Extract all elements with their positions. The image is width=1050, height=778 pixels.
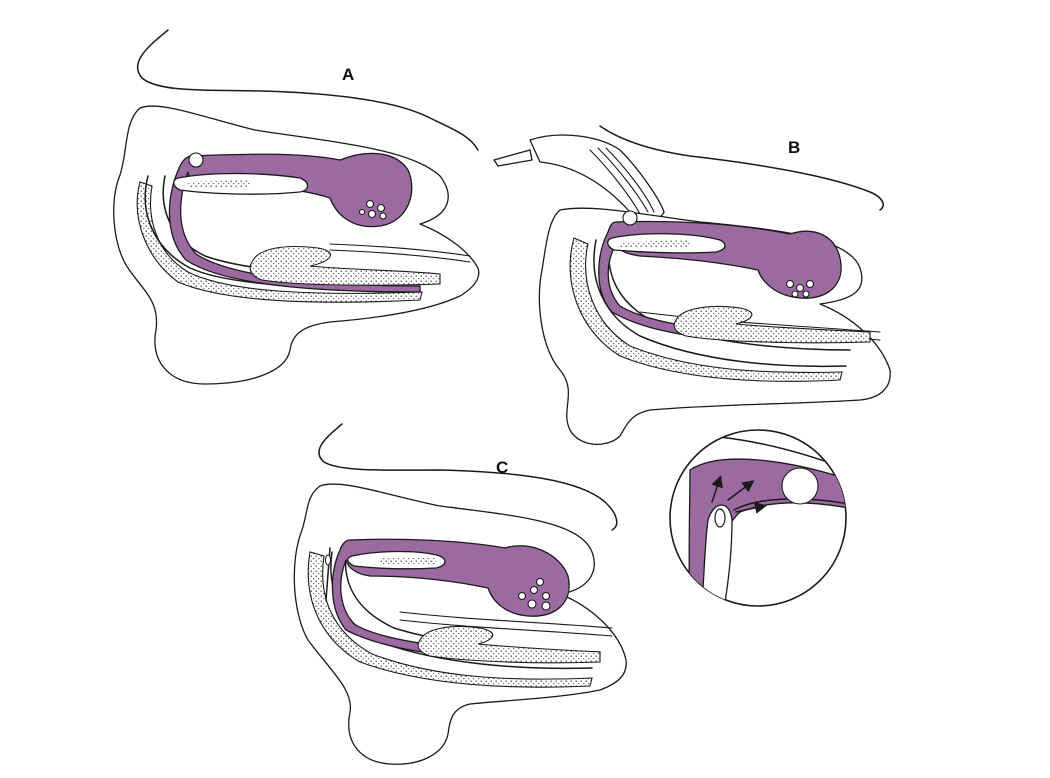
panel-a: A: [113, 29, 480, 385]
panel-b-label: B: [788, 138, 800, 157]
panel-a-stone: [188, 152, 204, 168]
panel-a-label: A: [342, 65, 354, 84]
panel-a-outer-body: [113, 105, 480, 385]
panel-b-stone: [622, 210, 638, 226]
panel-b-upper-contour: [599, 125, 884, 211]
panel-b: B: [493, 125, 891, 446]
panel-c: C: [293, 423, 627, 765]
panel-a-stippled-sheath: [136, 181, 423, 303]
panel-a-upper-contour: [136, 29, 479, 151]
inset-stone: [781, 467, 819, 505]
panel-c-label: C: [496, 458, 508, 477]
arrow-icon: [711, 475, 767, 514]
magnified-inset: [669, 429, 847, 607]
panel-a-lumen: [168, 152, 421, 293]
panel-c-stippled-sheath: [307, 551, 593, 688]
panel-b-stippled-sheath: [569, 237, 843, 382]
panel-a-lower-gland: [249, 245, 441, 286]
panel-c-upper-contour: [318, 423, 618, 531]
panel-c-lower-gland: [417, 625, 601, 664]
finger-icon: [493, 134, 665, 221]
panel-b-lower-gland: [673, 305, 871, 344]
panel-c-lumen: [331, 538, 581, 662]
